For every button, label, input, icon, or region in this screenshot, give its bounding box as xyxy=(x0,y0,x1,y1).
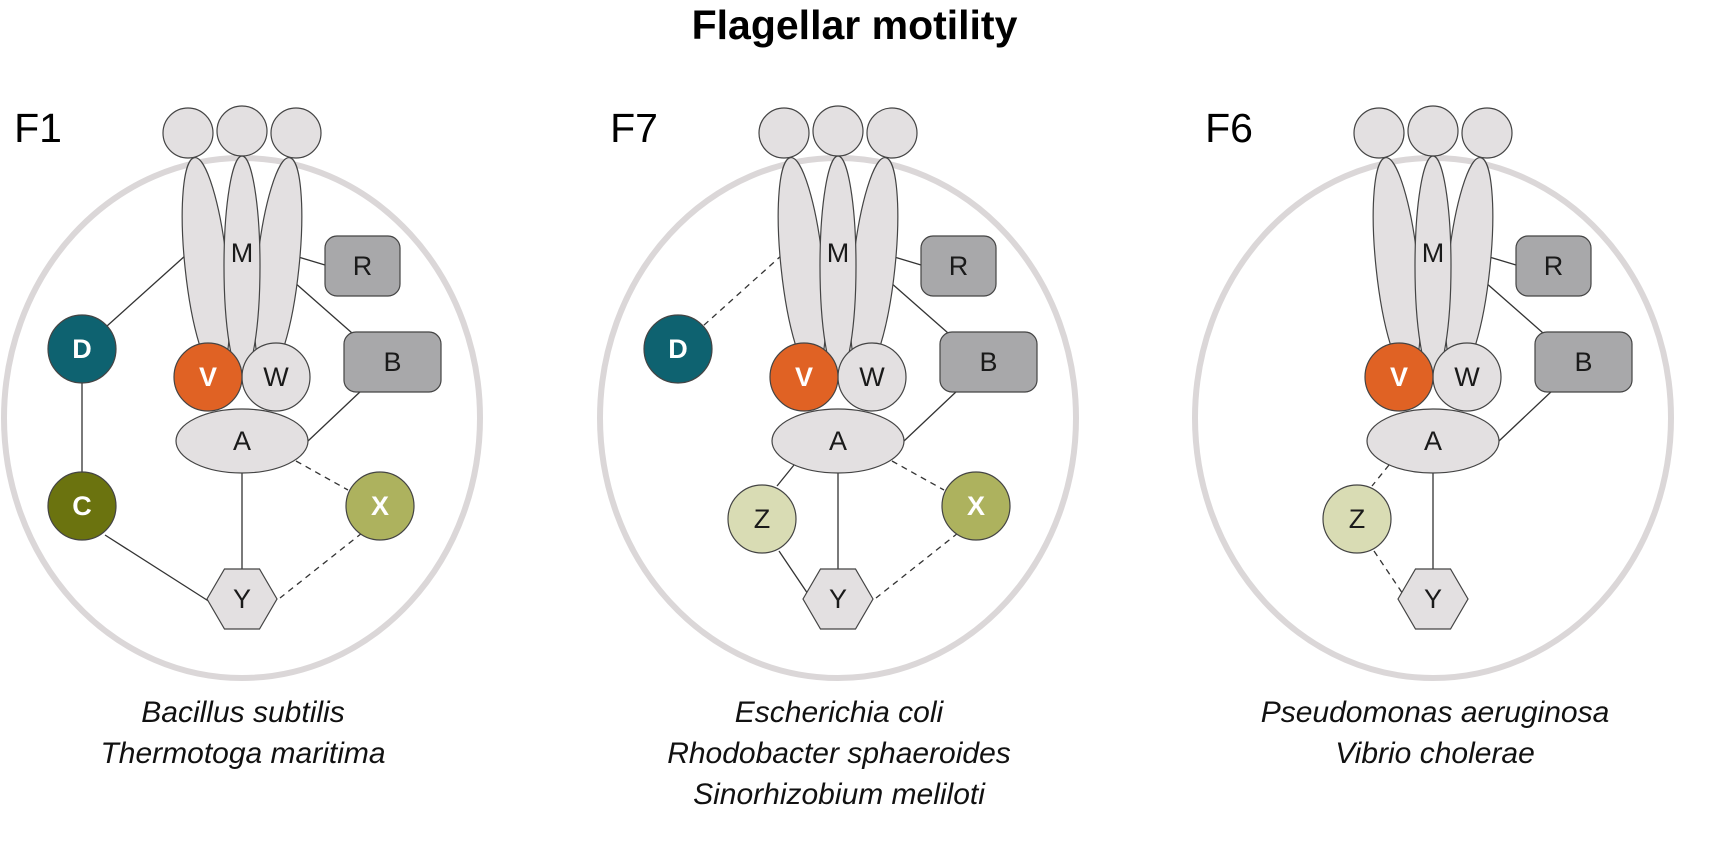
node-b: B xyxy=(1534,331,1633,393)
node-w: W xyxy=(241,342,311,412)
node-label-d: D xyxy=(668,334,688,364)
node-v: V xyxy=(173,342,243,412)
edge-a-x xyxy=(295,460,349,491)
species-list-f1: Bacillus subtilis Thermotoga maritima xyxy=(0,692,493,774)
node-label-a: A xyxy=(233,426,251,456)
receptor-head xyxy=(866,107,918,159)
node-w: W xyxy=(837,342,907,412)
receptor-head xyxy=(758,107,810,159)
edge-m-b xyxy=(293,281,353,334)
panel-f6: F6M R B W V A Z Y xyxy=(1192,105,1674,681)
node-v: V xyxy=(1364,342,1434,412)
node-label-a: A xyxy=(829,426,847,456)
node-label-x: X xyxy=(371,491,389,521)
node-label-d: D xyxy=(72,334,92,364)
node-r: R xyxy=(324,235,401,297)
species-list-f6: Pseudomonas aeruginosa Vibrio cholerae xyxy=(1185,692,1685,774)
receptor-head xyxy=(1461,107,1513,159)
receptor-head xyxy=(270,107,322,159)
node-x: X xyxy=(941,471,1011,541)
node-label-z: Z xyxy=(754,504,771,534)
node-label-w: W xyxy=(263,362,289,392)
node-v: V xyxy=(769,342,839,412)
node-label-m: M xyxy=(1422,238,1445,268)
node-label-y: Y xyxy=(233,584,251,614)
node-label-r: R xyxy=(1544,251,1564,281)
node-label-r: R xyxy=(949,251,969,281)
node-label-b: B xyxy=(383,347,401,377)
node-label-a: A xyxy=(1424,426,1442,456)
node-x: X xyxy=(345,471,415,541)
edge-m-d xyxy=(702,254,783,327)
receptor-head xyxy=(1407,105,1459,157)
panel-f7: F7M R B W V A D X Z Y xyxy=(597,105,1079,681)
species-name: Pseudomonas aeruginosa xyxy=(1260,696,1610,729)
node-z: Z xyxy=(727,484,797,554)
edge-x-y xyxy=(875,532,959,599)
edge-a-b xyxy=(903,389,959,442)
node-label-m: M xyxy=(231,238,254,268)
node-a: A xyxy=(175,408,309,474)
edge-a-b xyxy=(307,389,363,442)
receptor-head xyxy=(812,105,864,157)
node-r: R xyxy=(1515,235,1592,297)
node-b: B xyxy=(939,331,1038,393)
node-label-b: B xyxy=(1574,347,1592,377)
species-name: Vibrio cholerae xyxy=(1335,737,1535,770)
node-b: B xyxy=(343,331,442,393)
panel-f1: F1M R B W V A D C X Y xyxy=(1,105,483,681)
node-label-r: R xyxy=(353,251,373,281)
node-d: D xyxy=(47,314,117,384)
panel-label: F7 xyxy=(610,105,658,151)
node-label-x: X xyxy=(967,491,985,521)
species-list-f7: Escherichia coli Rhodobacter sphaeroides… xyxy=(589,692,1089,815)
node-label-v: V xyxy=(1390,362,1408,392)
edge-m-b xyxy=(1484,281,1544,334)
node-label-c: C xyxy=(72,491,92,521)
node-label-b: B xyxy=(979,347,997,377)
node-a: A xyxy=(771,408,905,474)
node-a: A xyxy=(1366,408,1500,474)
receptor-array-m: M xyxy=(1353,105,1513,377)
species-name: Bacillus subtilis xyxy=(141,696,345,729)
node-d: D xyxy=(643,314,713,384)
node-label-z: Z xyxy=(1349,504,1366,534)
edge-a-z xyxy=(1371,464,1390,487)
node-r: R xyxy=(920,235,997,297)
node-c: C xyxy=(47,471,117,541)
edge-m-b xyxy=(889,281,949,334)
species-name: Thermotoga maritima xyxy=(100,737,386,770)
edge-a-z xyxy=(776,464,795,487)
edge-m-d xyxy=(106,254,187,327)
receptor-head xyxy=(162,107,214,159)
node-y: Y xyxy=(1397,568,1469,630)
edge-a-x xyxy=(891,460,945,491)
node-label-m: M xyxy=(827,238,850,268)
species-name: Rhodobacter sphaeroides xyxy=(667,737,1011,770)
edge-a-b xyxy=(1498,389,1554,442)
edge-x-y xyxy=(279,532,363,599)
node-z: Z xyxy=(1322,484,1392,554)
receptor-head xyxy=(216,105,268,157)
panel-label: F1 xyxy=(14,105,62,151)
node-label-v: V xyxy=(199,362,217,392)
receptor-head xyxy=(1353,107,1405,159)
diagram-title: Flagellar motility xyxy=(691,2,1018,48)
receptor-array-m: M xyxy=(758,105,918,377)
node-label-y: Y xyxy=(829,584,847,614)
panel-label: F6 xyxy=(1205,105,1253,151)
edge-c-y xyxy=(104,534,211,603)
node-y: Y xyxy=(802,568,874,630)
node-label-w: W xyxy=(1454,362,1480,392)
species-name: Sinorhizobium meliloti xyxy=(693,778,985,811)
node-label-y: Y xyxy=(1424,584,1442,614)
node-label-w: W xyxy=(859,362,885,392)
node-w: W xyxy=(1432,342,1502,412)
receptor-array-m: M xyxy=(162,105,322,377)
species-name: Escherichia coli xyxy=(734,696,944,729)
node-y: Y xyxy=(206,568,278,630)
node-label-v: V xyxy=(795,362,813,392)
